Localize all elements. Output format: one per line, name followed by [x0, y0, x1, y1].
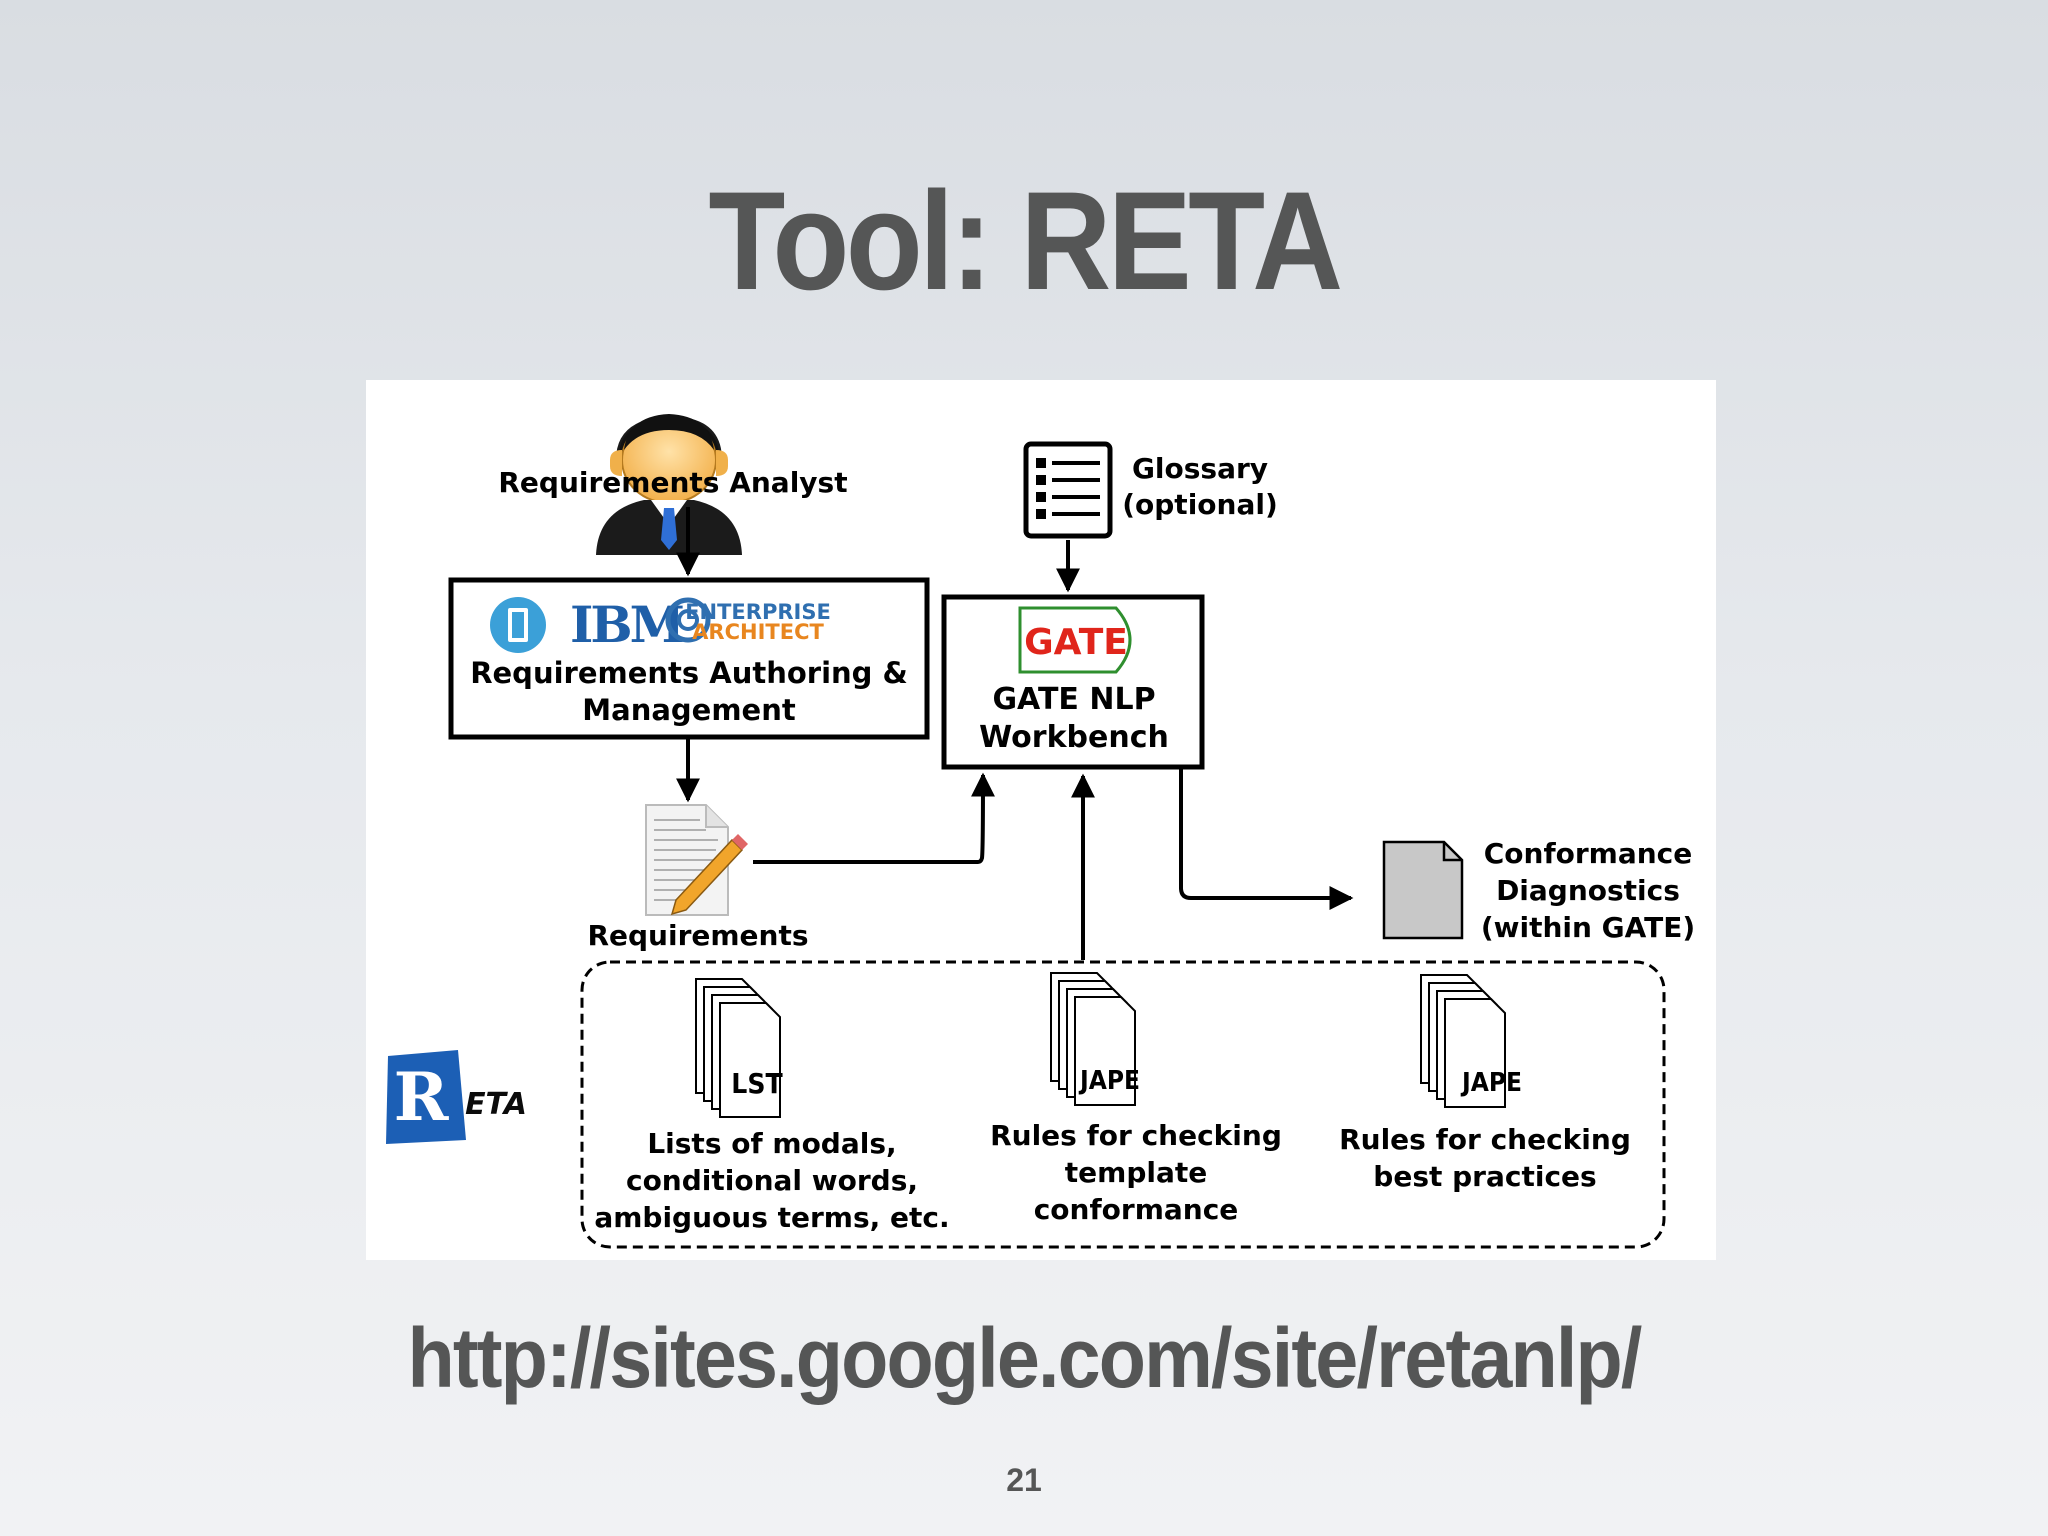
resource-template-line2: template	[1065, 1156, 1207, 1189]
resource-template-line3: conformance	[1034, 1193, 1239, 1226]
authoring-label-line2: Management	[582, 693, 796, 727]
page-number: 21	[1006, 1462, 1042, 1498]
doors-logo-icon	[490, 597, 546, 653]
resource-lst-line3: ambiguous terms, etc.	[594, 1201, 949, 1234]
analyst-label: Requirements Analyst	[498, 466, 847, 499]
ea-logo-line2: ARCHITECT	[692, 620, 824, 644]
arrow-requirements-to-gate	[753, 772, 995, 864]
reta-architecture-diagram: Requirements Analyst IBM ENTERPRISE ARCH…	[386, 414, 1695, 1249]
slide-title: Tool: RETA	[708, 162, 1343, 319]
glossary-list-icon	[1023, 441, 1113, 539]
reta-diagram-panel: Requirements Analyst IBM ENTERPRISE ARCH…	[366, 380, 1716, 1260]
diagnostics-label-line2: Diagnostics	[1496, 874, 1680, 907]
enterprise-architect-logo-icon	[665, 597, 711, 643]
reta-resources-container	[580, 960, 1666, 1249]
ea-logo-line1: ENTERPRISE	[685, 600, 831, 624]
jape-template-file-stack-icon: JAPE	[1050, 972, 1140, 1106]
gate-label-line2: Workbench	[979, 720, 1169, 755]
reta-logo: R ETA	[386, 1050, 527, 1144]
requirements-document-icon	[645, 804, 748, 916]
resource-lst-line2: conditional words,	[626, 1164, 918, 1197]
ibm-logo: IBM	[570, 595, 683, 654]
lst-file-stack-icon: LST	[695, 978, 783, 1118]
reta-logo-rest: ETA	[465, 1087, 527, 1122]
jape-best-practices-file-stack-icon: JAPE	[1420, 974, 1522, 1108]
resource-lst-line1: Lists of modals,	[647, 1127, 896, 1160]
project-url: http://sites.google.com/site/retanlp/	[407, 1311, 1643, 1405]
diagnostics-document-icon	[1382, 840, 1464, 940]
diagnostics-label-line3: (within GATE)	[1481, 911, 1695, 944]
authoring-label-line1: Requirements Authoring &	[470, 656, 908, 690]
jape-best-practices-tag: JAPE	[1460, 1068, 1522, 1098]
gate-logo-shape	[1018, 606, 1132, 674]
gate-label-line1: GATE NLP	[992, 682, 1155, 717]
glossary-label-line1: Glossary	[1132, 452, 1268, 485]
lst-tag: LST	[731, 1067, 783, 1100]
diagnostics-label-line1: Conformance	[1484, 837, 1693, 870]
resource-best-practices-line1: Rules for checking	[1339, 1123, 1631, 1156]
resource-best-practices-line2: best practices	[1373, 1160, 1596, 1193]
resource-template-line1: Rules for checking	[990, 1119, 1282, 1152]
glossary-label-line2: (optional)	[1122, 488, 1278, 521]
jape-template-tag: JAPE	[1078, 1066, 1140, 1096]
requirements-label: Requirements	[587, 919, 808, 952]
reta-logo-r: R	[394, 1058, 450, 1136]
gate-logo-text: GATE	[1024, 622, 1128, 663]
requirements-analyst-icon	[596, 414, 742, 555]
arrow-gate-to-diagnostics	[1179, 769, 1354, 910]
